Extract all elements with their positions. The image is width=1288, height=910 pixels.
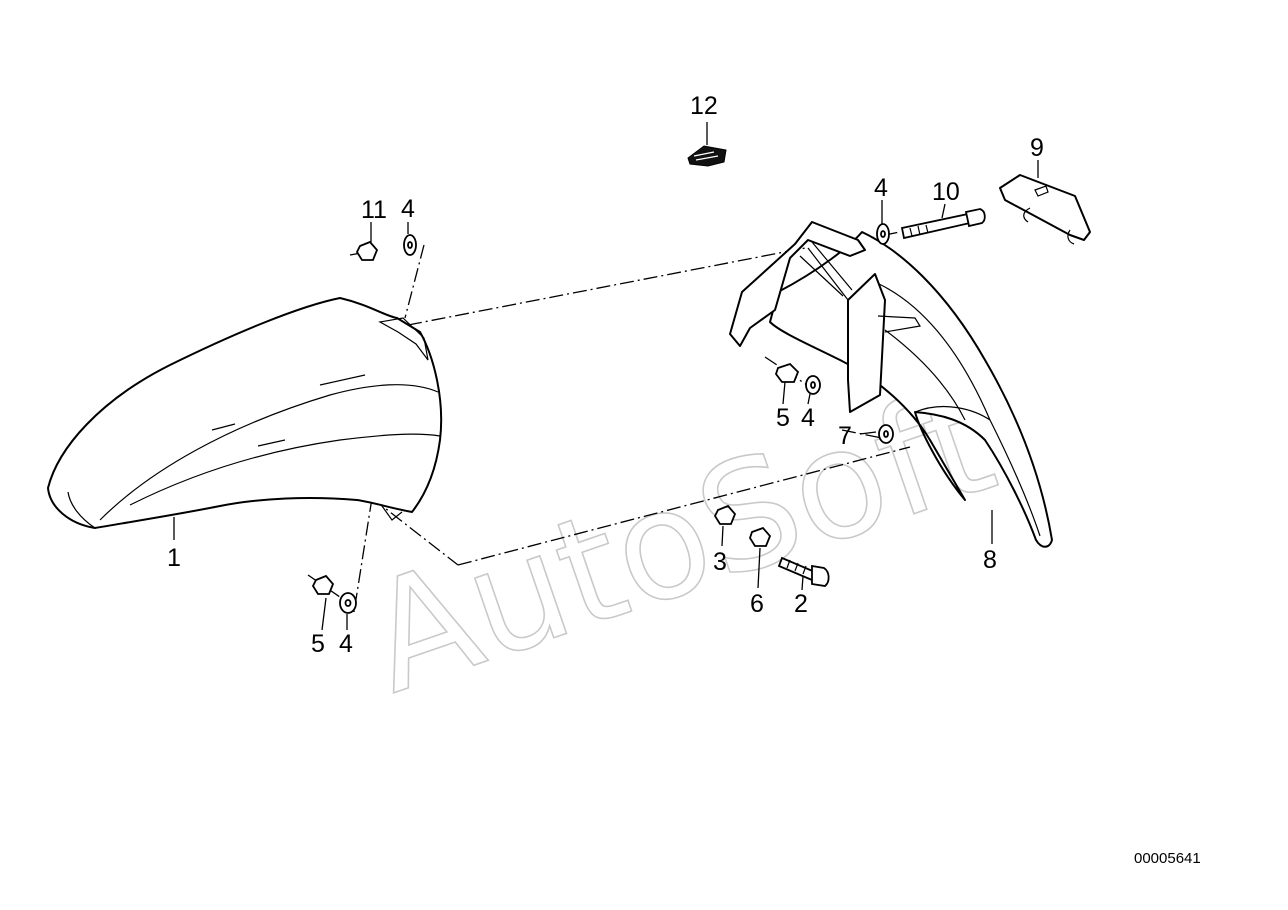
callout-6: 6 bbox=[750, 590, 764, 618]
front-fender-part-1 bbox=[47, 297, 443, 529]
leader-lines bbox=[173, 122, 1039, 631]
callout-2: 2 bbox=[794, 590, 808, 618]
callout-11: 11 bbox=[361, 196, 387, 224]
assembly-lines bbox=[307, 231, 911, 613]
cover-part-9 bbox=[999, 174, 1091, 245]
callout-4-c: 4 bbox=[801, 404, 815, 432]
hardware bbox=[311, 223, 894, 614]
clip-part-12 bbox=[687, 145, 727, 167]
callout-9: 9 bbox=[1030, 134, 1044, 162]
callout-10: 10 bbox=[932, 178, 960, 206]
callout-4-d: 4 bbox=[339, 630, 353, 658]
callout-7: 7 bbox=[838, 422, 852, 450]
callout-4-b: 4 bbox=[874, 174, 888, 202]
callout-5-b: 5 bbox=[311, 630, 325, 658]
callout-8: 8 bbox=[983, 546, 997, 574]
callout-5-a: 5 bbox=[776, 404, 790, 432]
document-number: 00005641 bbox=[1134, 850, 1201, 867]
bolt-part-10 bbox=[900, 208, 986, 240]
callout-3: 3 bbox=[713, 548, 727, 576]
callout-12: 12 bbox=[690, 92, 718, 120]
callout-labels: 1 2 3 4 4 4 4 5 5 6 7 8 9 10 11 12 bbox=[167, 92, 1044, 658]
callout-4-a: 4 bbox=[401, 195, 415, 223]
rear-fender-part-8 bbox=[729, 221, 1053, 548]
callout-1: 1 bbox=[167, 544, 181, 572]
